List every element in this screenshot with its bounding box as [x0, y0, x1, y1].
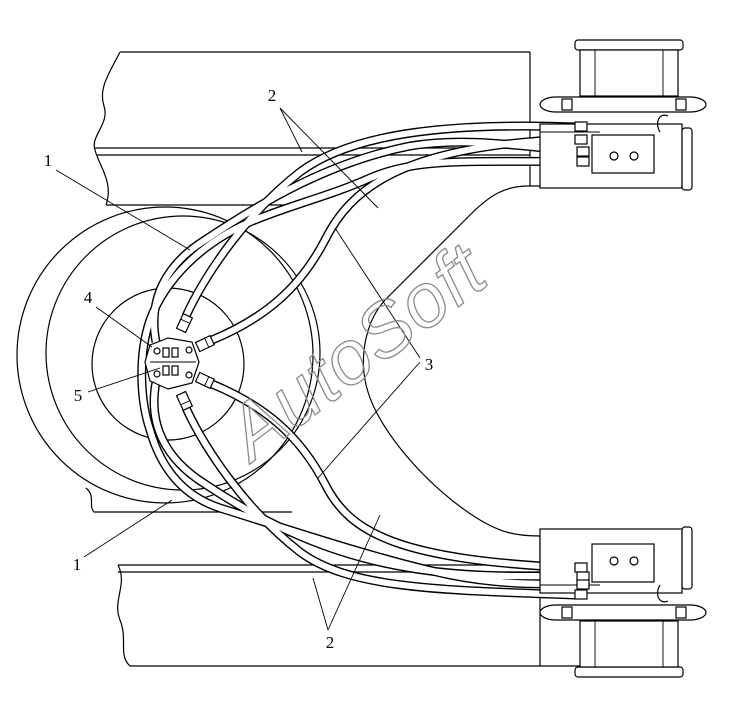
brake-assembly-bottom	[539, 526, 707, 678]
hose-core	[210, 135, 577, 343]
hub-fitting	[175, 390, 194, 412]
callout-1-top: 1	[44, 151, 53, 170]
hub-fitting	[194, 371, 216, 390]
hose-core	[183, 122, 577, 318]
callout-1-bottom: 1	[73, 555, 82, 574]
frame-arch	[362, 185, 541, 537]
hose-core	[150, 381, 579, 580]
hoses	[137, 121, 579, 600]
callout-2-bottom: 2	[326, 633, 335, 652]
hose-core	[183, 406, 577, 599]
brake-assembly-top	[539, 39, 707, 191]
distributor-block	[144, 312, 216, 412]
hose-fittings-right	[574, 121, 590, 600]
hub-fitting	[175, 312, 194, 334]
tire-outer	[16, 206, 314, 504]
callout-2-top: 2	[268, 86, 277, 105]
hose-core	[150, 138, 579, 343]
hub-fitting	[194, 334, 216, 353]
callout-3: 3	[425, 355, 434, 374]
hose-core	[210, 381, 577, 572]
callout-5: 5	[74, 386, 83, 405]
watermark: AutoSoft	[208, 226, 503, 478]
leader-lines	[55, 107, 421, 631]
callout-4: 4	[84, 288, 93, 307]
